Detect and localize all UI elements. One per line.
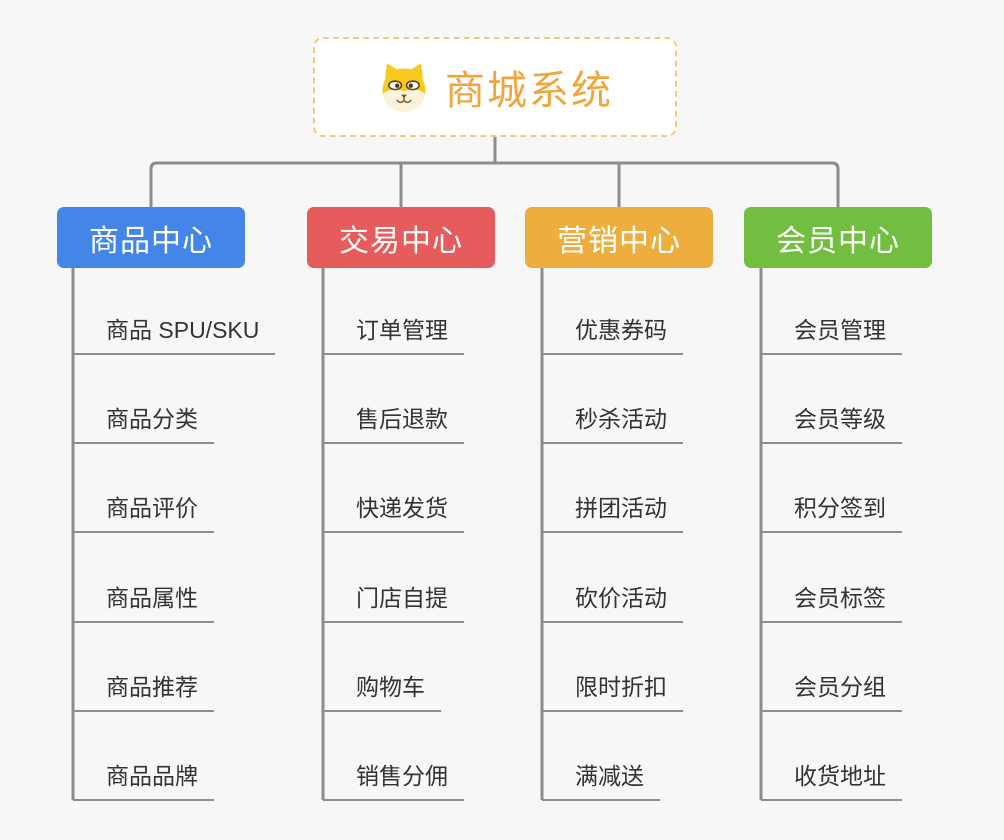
leaf-topic[interactable]: 优惠券码 xyxy=(542,316,683,355)
leaf-topic[interactable]: 会员分组 xyxy=(761,673,902,712)
dog-face-icon xyxy=(382,63,426,113)
leaf-topic[interactable]: 会员管理 xyxy=(761,316,902,355)
leaf-topic[interactable]: 门店自提 xyxy=(323,584,464,623)
root-node[interactable]: 商城系统 xyxy=(313,37,677,137)
leaf-topic[interactable]: 售后退款 xyxy=(323,405,464,444)
leaf-topic[interactable]: 商品属性 xyxy=(73,584,214,623)
branch-header-member[interactable]: 会员中心 xyxy=(744,207,932,268)
root-title: 商城系统 xyxy=(445,69,613,113)
leaf-topic[interactable]: 秒杀活动 xyxy=(542,405,683,444)
leaf-topic[interactable]: 拼团活动 xyxy=(542,494,683,533)
leaf-topic[interactable]: 限时折扣 xyxy=(542,673,683,712)
leaf-topic[interactable]: 会员标签 xyxy=(761,584,902,623)
leaf-topic[interactable]: 砍价活动 xyxy=(542,584,683,623)
branch-header-goods[interactable]: 商品中心 xyxy=(57,207,245,268)
branch-header-trade[interactable]: 交易中心 xyxy=(307,207,495,268)
leaf-topic[interactable]: 积分签到 xyxy=(761,494,902,533)
branch-header-marketing[interactable]: 营销中心 xyxy=(525,207,713,268)
leaf-topic[interactable]: 销售分佣 xyxy=(323,762,464,801)
leaf-topic[interactable]: 订单管理 xyxy=(323,316,464,355)
leaf-topic[interactable]: 购物车 xyxy=(323,673,441,712)
leaf-topic[interactable]: 商品分类 xyxy=(73,405,214,444)
leaf-topic[interactable]: 商品 SPU/SKU xyxy=(73,316,276,355)
leaf-topic[interactable]: 满减送 xyxy=(542,762,660,801)
leaf-topic[interactable]: 收货地址 xyxy=(761,762,902,801)
leaf-topic[interactable]: 商品评价 xyxy=(73,494,214,533)
leaf-topic[interactable]: 快递发货 xyxy=(323,494,464,533)
leaf-topic[interactable]: 会员等级 xyxy=(761,405,902,444)
leaf-topic[interactable]: 商品推荐 xyxy=(73,673,214,712)
leaf-topic[interactable]: 商品品牌 xyxy=(73,762,214,801)
